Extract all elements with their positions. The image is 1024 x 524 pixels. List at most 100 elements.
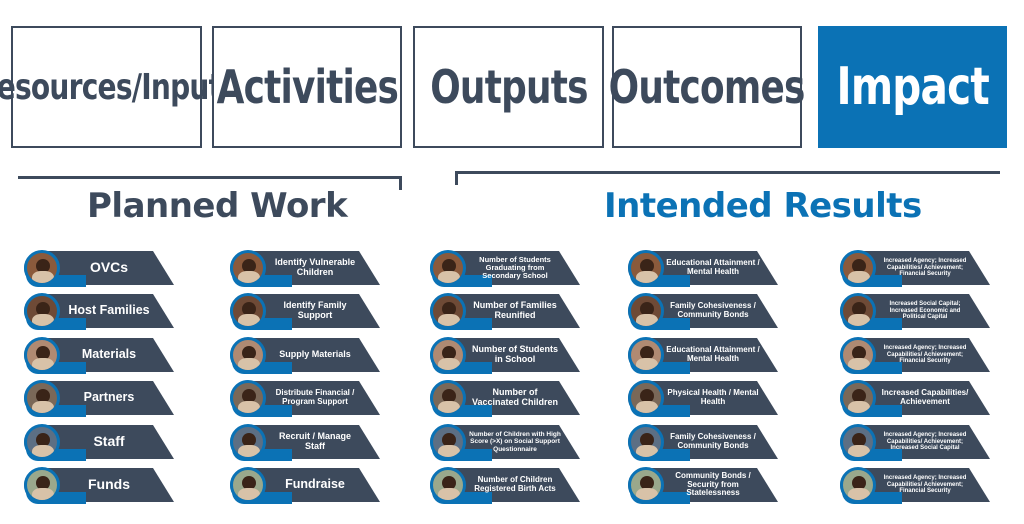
pill-label: Increased Agency; Increased Capabilities… [883, 432, 967, 452]
header-outputs: Outputs [413, 26, 604, 148]
pill-item: Number of Families Reunified [430, 293, 580, 330]
planned-work-title: Planned Work [87, 186, 348, 226]
pill-item: Distribute Financial / Program Support [230, 380, 380, 417]
pill-label: Host Families [68, 303, 150, 318]
family-photo-icon [430, 293, 466, 329]
field-photo-icon [628, 467, 664, 503]
pill-item: Increased Agency; Increased Capabilities… [840, 467, 990, 504]
staff-photo-icon [24, 424, 60, 460]
child-photo-icon [230, 250, 266, 286]
header-label: Activities [216, 60, 398, 114]
header-resources-inputs: Resources/Inputs [0, 26, 238, 148]
pill-item: Fundraise [230, 467, 380, 504]
materials-photo-icon [24, 337, 60, 373]
pill-item: Staff [24, 424, 174, 461]
pill-item: Increased Agency; Increased Capabilities… [840, 337, 990, 374]
student-photo-icon [840, 250, 876, 286]
pill-item: Number of Vaccinated Children [430, 380, 580, 417]
children-photo-icon [628, 380, 664, 416]
student-photo-icon [430, 250, 466, 286]
pill-label: Fundraise [285, 477, 345, 492]
money-photo-icon [230, 467, 266, 503]
student-photo-icon [628, 250, 664, 286]
pill-item: OVCs [24, 250, 174, 287]
pill-item: Increased Capabilities/ Achievement [840, 380, 990, 417]
group-photo-icon [840, 424, 876, 460]
pill-item: Number of Children with High Score (>X) … [430, 424, 580, 461]
pill-label: Educational Attainment / Mental Health [666, 345, 760, 363]
pill-label: Number of Children with High Score (>X) … [469, 431, 561, 453]
pill-label: Community Bonds / Security from Stateles… [675, 471, 751, 498]
family-photo-icon [840, 293, 876, 329]
pill-label: Recruit / Manage Staff [278, 431, 352, 451]
school-badge-icon [430, 337, 466, 373]
pill-label: Number of Vaccinated Children [471, 387, 559, 407]
pill-label: Identify Vulnerable Children [274, 257, 356, 277]
pill-item: Physical Health / Mental Health [628, 380, 778, 417]
family-photo-icon [230, 293, 266, 329]
header-label: Impact [836, 57, 989, 117]
header-label: Outcomes [609, 60, 806, 114]
intended-results-title: Intended Results [604, 186, 922, 226]
pill-item: Supply Materials [230, 337, 380, 374]
pill-item: Host Families [24, 293, 174, 330]
field-photo-icon [430, 467, 466, 503]
pill-label: Number of Children Registered Birth Acts [474, 475, 556, 493]
planned-work-bracket [18, 176, 402, 190]
pill-item: Identify Family Support [230, 293, 380, 330]
family-photo-icon [24, 293, 60, 329]
pill-label: Supply Materials [279, 349, 351, 360]
group-photo-icon [628, 424, 664, 460]
pill-item: Family Cohesiveness / Community Bonds [628, 293, 778, 330]
intended-results-bracket [455, 171, 1000, 185]
partners-photo-icon [230, 380, 266, 416]
pill-label: Number of Families Reunified [473, 300, 557, 320]
pill-label: Increased Agency; Increased Capabilities… [883, 345, 967, 365]
pill-item: Materials [24, 337, 174, 374]
school-badge-icon [628, 337, 664, 373]
pill-item: Increased Agency; Increased Capabilities… [840, 250, 990, 287]
pill-label: Number of Students Graduating from Secon… [479, 254, 551, 281]
pill-item: Number of Students in School [430, 337, 580, 374]
pill-label: Family Cohesiveness / Community Bonds [670, 432, 756, 450]
pill-label: Number of Students in School [471, 344, 558, 364]
pill-item: Increased Social Capital; Increased Econ… [840, 293, 990, 330]
child-photo-icon [24, 250, 60, 286]
group-photo-icon [430, 424, 466, 460]
pill-label: Funds [88, 476, 130, 493]
header-outcomes: Outcomes [609, 26, 806, 148]
pill-label: Family Cohesiveness / Community Bonds [670, 301, 756, 319]
school-badge-icon [840, 337, 876, 373]
pill-label: Educational Attainment / Mental Health [666, 258, 760, 276]
header-activities: Activities [212, 26, 402, 148]
pill-label: Identify Family Support [283, 300, 347, 320]
pill-item: Recruit / Manage Staff [230, 424, 380, 461]
pill-item: Educational Attainment / Mental Health [628, 337, 778, 374]
partners-photo-icon [24, 380, 60, 416]
pill-label: Increased Agency; Increased Capabilities… [883, 258, 967, 278]
pill-label: Partners [83, 390, 135, 405]
pill-label: Staff [93, 433, 125, 450]
children-photo-icon [430, 380, 466, 416]
pill-item: Educational Attainment / Mental Health [628, 250, 778, 287]
header-label: Outputs [429, 60, 588, 114]
pill-label: Increased Agency; Increased Capabilities… [883, 475, 967, 495]
pill-label: Materials [81, 347, 137, 362]
header-label: Resources/Inputs [0, 66, 238, 108]
pill-item: Partners [24, 380, 174, 417]
pill-item: Community Bonds / Security from Stateles… [628, 467, 778, 504]
field-photo-icon [840, 467, 876, 503]
money-photo-icon [24, 467, 60, 503]
pill-item: Number of Students Graduating from Secon… [430, 250, 580, 287]
materials-photo-icon [230, 337, 266, 373]
children-photo-icon [840, 380, 876, 416]
pill-label: Physical Health / Mental Health [667, 388, 759, 406]
pill-label: OVCs [89, 259, 129, 276]
pill-label: Distribute Financial / Program Support [275, 388, 355, 406]
family-photo-icon [628, 293, 664, 329]
pill-item: Number of Children Registered Birth Acts [430, 467, 580, 504]
pill-item: Identify Vulnerable Children [230, 250, 380, 287]
staff-photo-icon [230, 424, 266, 460]
pill-label: Increased Social Capital; Increased Econ… [889, 301, 961, 321]
pill-item: Family Cohesiveness / Community Bonds [628, 424, 778, 461]
